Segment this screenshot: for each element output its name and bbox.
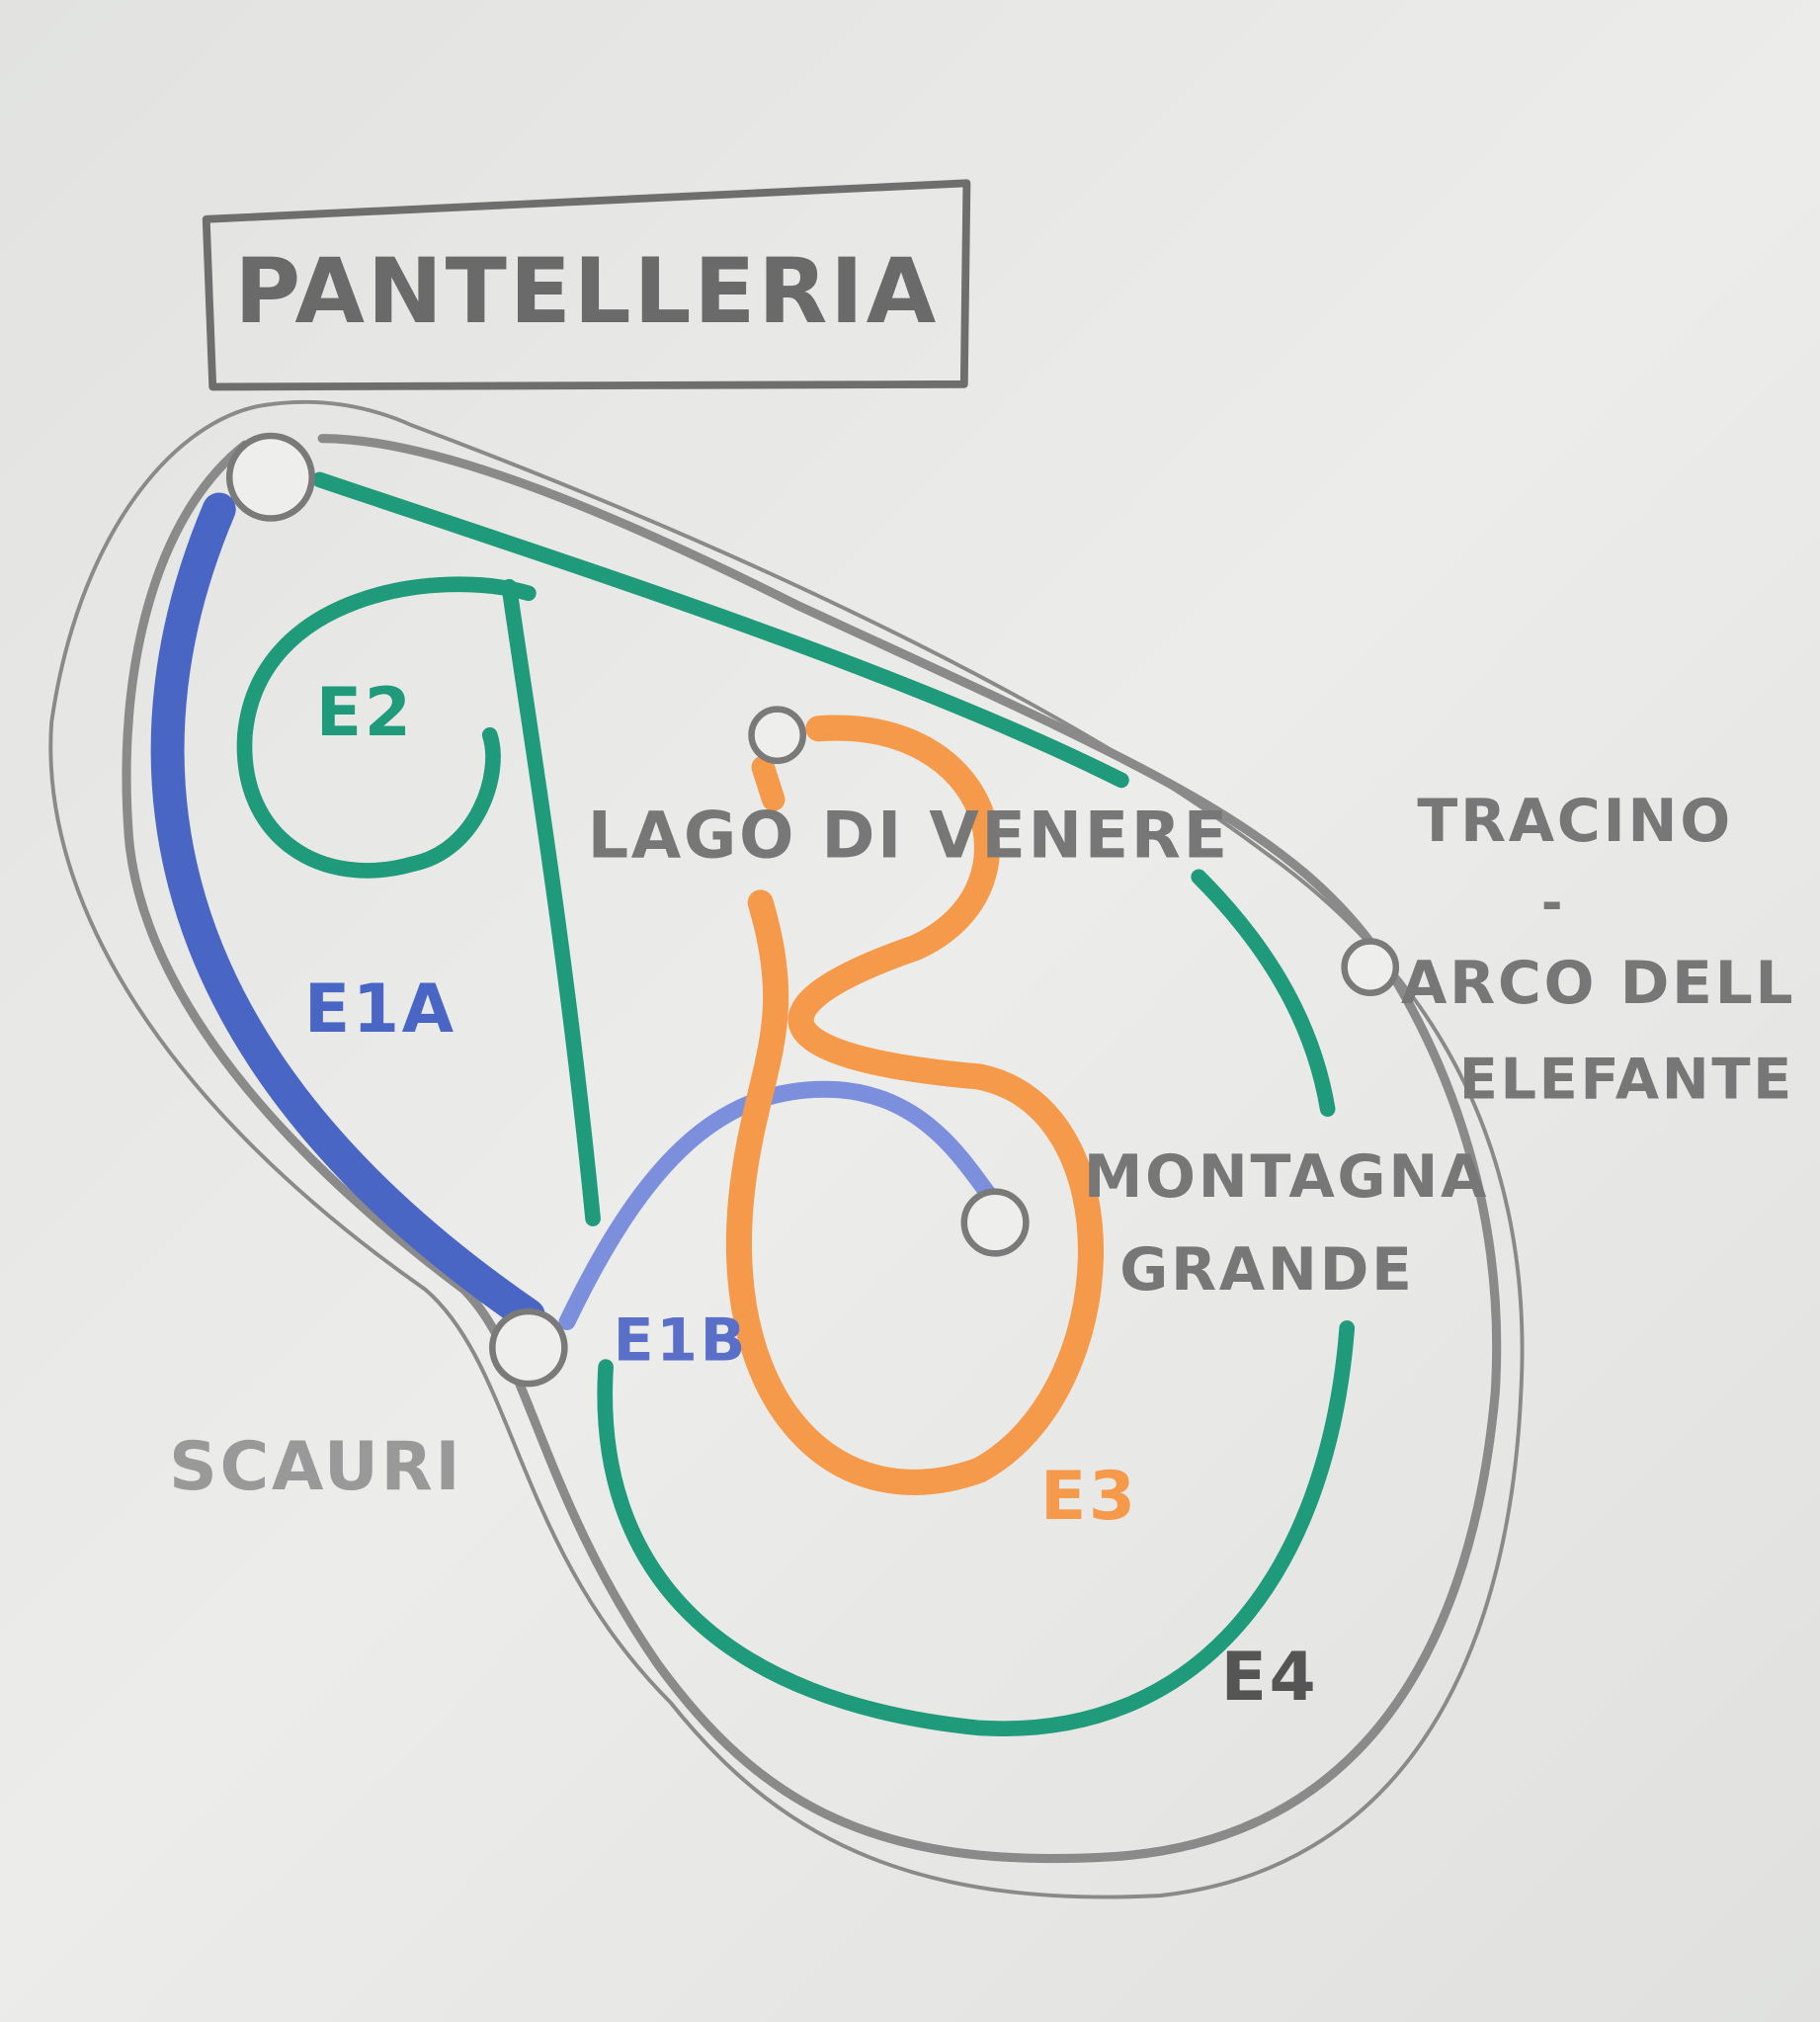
label-e1a: E1A	[304, 969, 456, 1048]
route-e1a[interactable]	[150, 492, 545, 1332]
map-title: PANTELLERIA	[234, 238, 939, 344]
place-arco-line1: ARCO DELL	[1401, 949, 1795, 1018]
place-tracino: TRACINO	[1417, 787, 1732, 856]
green-routes	[236, 471, 1356, 1737]
title-box: PANTELLERIA	[202, 179, 971, 391]
place-arco-line2: ELEFANTE	[1459, 1047, 1794, 1113]
route-east-segment[interactable]	[1191, 869, 1336, 1117]
place-dash: -	[1541, 875, 1565, 934]
node-montagna-grande[interactable]	[960, 1188, 1030, 1257]
place-montagna-line1: MONTAGNA	[1084, 1142, 1489, 1212]
node-north[interactable]	[225, 432, 315, 522]
route-e3-spur	[751, 755, 786, 811]
place-labels: LAGO DI VENERE TRACINO - ARCO DELL ELEFA…	[169, 787, 1795, 1505]
label-e2: E2	[316, 673, 414, 751]
route-northern-coast[interactable]	[311, 471, 1129, 789]
waypoints	[225, 432, 1400, 1388]
route-e3[interactable]	[725, 715, 1105, 1495]
node-scauri[interactable]	[489, 1307, 568, 1388]
place-scauri: SCAURI	[169, 1427, 462, 1505]
label-e1b: E1B	[614, 1306, 748, 1376]
node-tracino[interactable]	[1341, 938, 1400, 996]
island-coastline	[122, 434, 1502, 1864]
place-montagna-line2: GRANDE	[1119, 1235, 1415, 1305]
route-e1b[interactable]	[558, 1080, 1001, 1330]
route-e2-loop[interactable]	[236, 576, 537, 879]
node-lago-di-venere[interactable]	[748, 706, 806, 765]
route-e4[interactable]	[597, 1320, 1356, 1737]
label-e4: E4	[1221, 1638, 1319, 1716]
place-lago-di-venere: LAGO DI VENERE	[588, 799, 1230, 874]
route-inland-link[interactable]	[501, 578, 601, 1226]
island-outer-outline	[48, 399, 1525, 1899]
label-e3: E3	[1040, 1457, 1138, 1535]
